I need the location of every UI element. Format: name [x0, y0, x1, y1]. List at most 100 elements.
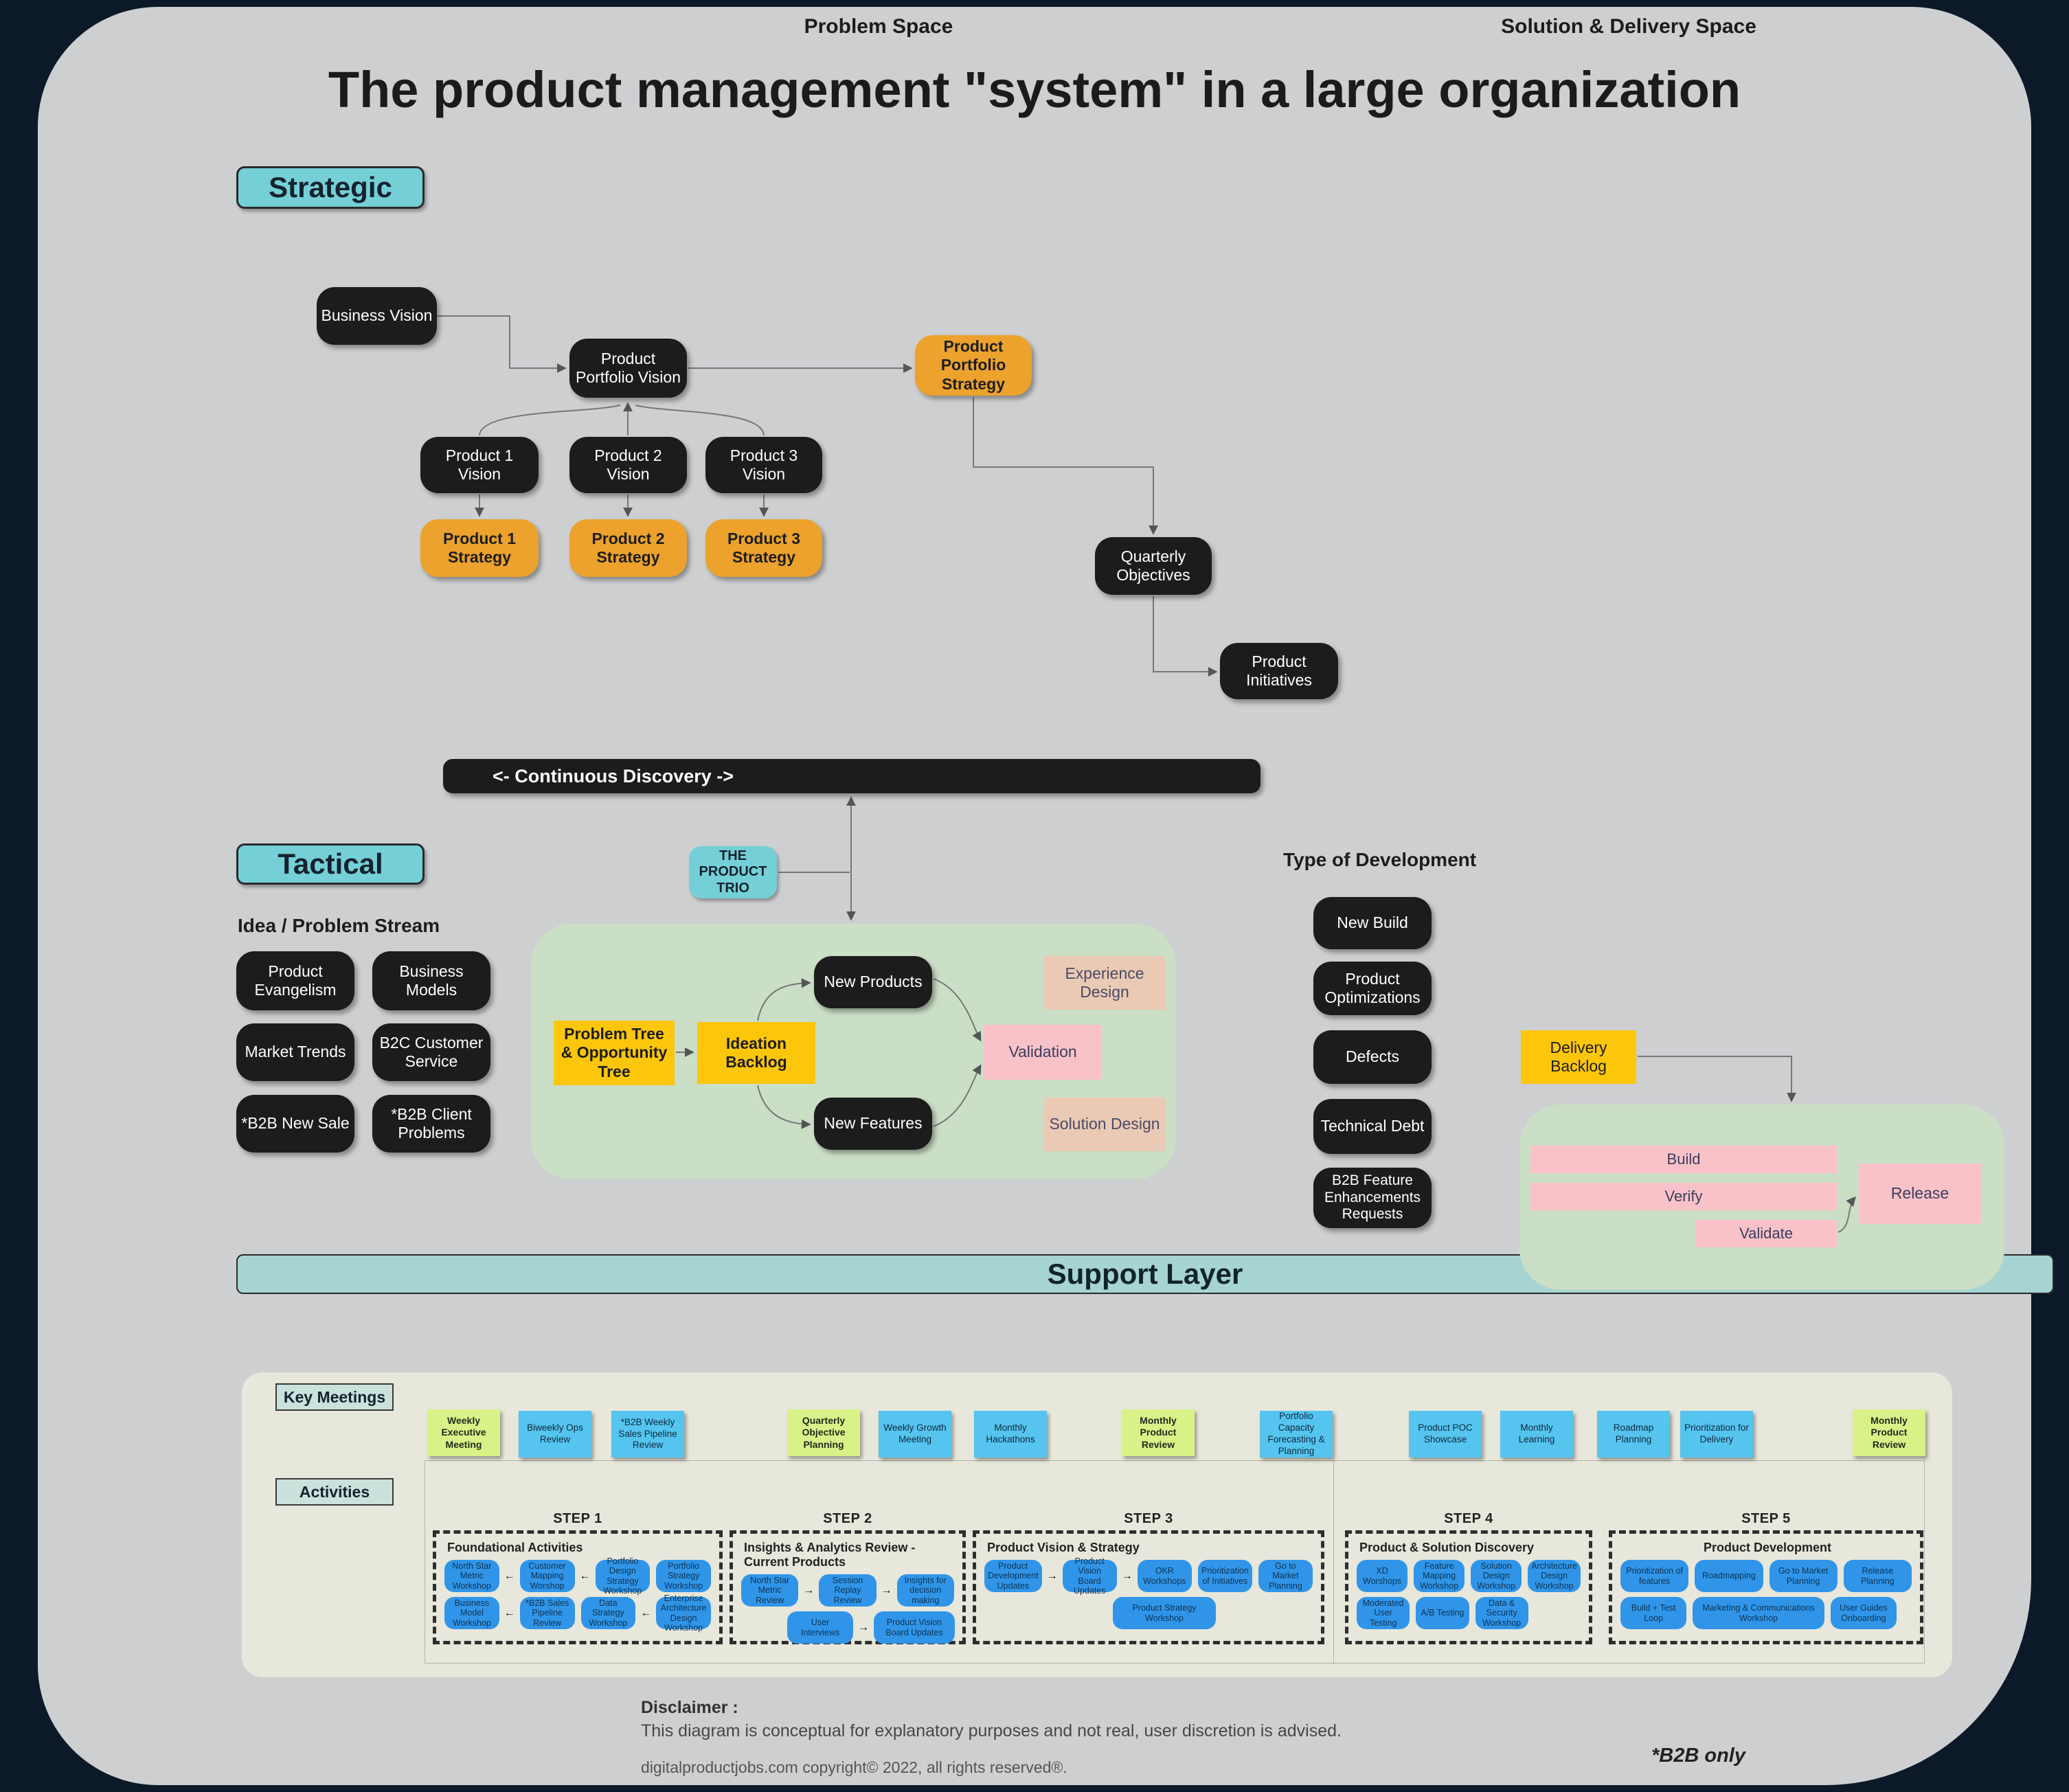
node-validation: Validation	[984, 1025, 1102, 1080]
node-business-vision: Business Vision	[317, 287, 437, 345]
step-group-title: Product Development	[1703, 1541, 1832, 1554]
step-label-3: STEP 3	[1124, 1511, 1173, 1526]
step-group-foundational: Foundational Activities North Star Metri…	[433, 1530, 723, 1644]
node-verify: Verify	[1530, 1183, 1837, 1210]
step-group-title: Product & Solution Discovery	[1359, 1541, 1535, 1554]
activity-row: Product Development Updates → Product Vi…	[984, 1556, 1313, 1596]
activity-box: Insights for decision making	[896, 1574, 954, 1607]
activity-box: Session Replay Review	[819, 1574, 877, 1607]
activity-row: Build + Test Loop Marketing & Communicat…	[1620, 1597, 1912, 1629]
activity-box: North Star Metric Workshop	[444, 1560, 499, 1592]
activity-row: User Interviews → Product Vision Board U…	[741, 1611, 955, 1644]
step-group-title: Foundational Activities	[447, 1541, 583, 1554]
activity-box: Enterprise Architecture Design Workshop	[656, 1593, 711, 1633]
node-validate: Validate	[1695, 1220, 1837, 1247]
node-product-portfolio-vision: Product Portfolio Vision	[569, 339, 687, 398]
node-defects: Defects	[1313, 1030, 1432, 1084]
problem-space-header: Problem Space	[804, 15, 953, 38]
node-product-evangelism: Product Evangelism	[236, 951, 354, 1010]
node-product-initiatives: Product Initiatives	[1220, 643, 1338, 699]
disclaimer-text: This diagram is conceptual for explanato…	[641, 1721, 1342, 1740]
sticky-note: Weekly Growth Meeting	[879, 1411, 951, 1458]
sticky-note: Monthly Learning	[1500, 1411, 1573, 1458]
node-product-1-vision: Product 1 Vision	[420, 437, 539, 493]
node-b2b-new-sale: *B2B New Sale	[236, 1095, 354, 1153]
node-product-portfolio-strategy: Product Portfolio Strategy	[915, 335, 1032, 396]
activity-row: North Star Metric Review → Session Repla…	[741, 1574, 954, 1607]
activity-box: Release Planning	[1843, 1560, 1912, 1592]
flow-arrow-icon: →	[1121, 1569, 1133, 1582]
node-b2b-client-problems: *B2B Client Problems	[372, 1095, 490, 1153]
activity-box: North Star Metric Review	[741, 1574, 799, 1607]
node-product-3-strategy: Product 3 Strategy	[705, 519, 822, 577]
activity-box: Architecture Design Workshop	[1528, 1560, 1581, 1592]
node-quarterly-objectives: Quarterly Objectives	[1095, 537, 1212, 595]
activity-box: Data Strategy Workshop	[580, 1597, 636, 1629]
activity-box: Portfolio Design Strategy Workshop	[595, 1556, 651, 1596]
activity-row: Product Strategy Workshop	[984, 1597, 1313, 1629]
b2b-only-note: *B2B only	[1651, 1745, 1745, 1767]
step-label-1: STEP 1	[553, 1511, 602, 1526]
node-business-models: Business Models	[372, 951, 490, 1010]
flow-arrow-icon: ←	[579, 1569, 591, 1582]
activity-box: Customer Mapping Worshop	[519, 1560, 575, 1592]
sticky-note: Product POC Showcase	[1409, 1411, 1482, 1458]
activity-box: Go to Market Planning	[1769, 1560, 1838, 1592]
flow-arrow-icon: →	[803, 1584, 815, 1596]
activity-box: Product Development Updates	[984, 1560, 1042, 1592]
node-product-2-vision: Product 2 Vision	[569, 437, 687, 493]
step-label-2: STEP 2	[823, 1511, 872, 1526]
row-spacer	[984, 1597, 1107, 1629]
node-build: Build	[1530, 1146, 1837, 1173]
activity-box: *B2B Sales Pipeline Review	[519, 1597, 575, 1629]
activity-box: Prioritization of Initiatives	[1197, 1560, 1252, 1592]
activity-row: Business Model Workshop ← *B2B Sales Pip…	[444, 1593, 711, 1633]
node-product-1-strategy: Product 1 Strategy	[420, 519, 539, 577]
activity-box: Product Vision Board Updates	[1062, 1556, 1117, 1596]
sticky-note: Monthly Hackathons	[974, 1411, 1047, 1458]
activity-box: User Interviews	[787, 1611, 853, 1644]
activity-box: Portfolio Strategy Workshop	[656, 1560, 711, 1592]
row-spacer	[1535, 1597, 1581, 1629]
node-product-2-strategy: Product 2 Strategy	[569, 519, 687, 577]
sticky-note: *B2B Weekly Sales Pipeline Review	[611, 1411, 684, 1458]
node-solution-design: Solution Design	[1044, 1098, 1165, 1151]
step-group-product-development: Product Development Prioritization of fe…	[1609, 1530, 1923, 1644]
flow-arrow-icon: →	[858, 1621, 869, 1633]
activity-box: Moderated User Testing	[1357, 1597, 1410, 1629]
continuous-discovery-bar: <- Continuous Discovery ->	[443, 759, 1260, 793]
type-dev-title: Type of Development	[1283, 849, 1477, 870]
activity-box: Marketing & Communications Workshop	[1693, 1597, 1824, 1629]
activities-label: Activities	[275, 1478, 394, 1506]
activity-box: Build + Test Loop	[1620, 1597, 1687, 1629]
activity-box: Data & Security Workshop	[1475, 1597, 1528, 1629]
sticky-note: Portfolio Capacity Forecasting & Plannin…	[1260, 1411, 1333, 1458]
row-spacer	[741, 1611, 781, 1644]
node-ideation-backlog: Ideation Backlog	[697, 1022, 815, 1084]
activities-table	[425, 1460, 1925, 1664]
row-spacer	[1903, 1597, 1912, 1629]
activity-box: OKR Workshops	[1137, 1560, 1192, 1592]
activity-box: Go to Market Planning	[1258, 1560, 1313, 1592]
node-b2b-feature-enhancements: B2B Feature Enhancements Requests	[1313, 1168, 1432, 1228]
node-experience-design: Experience Design	[1044, 956, 1165, 1010]
activity-box: Product Vision Board Updates	[874, 1611, 955, 1644]
step-label-4: STEP 4	[1444, 1511, 1493, 1526]
node-new-build: New Build	[1313, 897, 1432, 949]
section-label-tactical: Tactical	[236, 843, 425, 885]
idea-stream-title: Idea / Problem Stream	[238, 915, 440, 936]
sticky-note: Biweekly Ops Review	[519, 1411, 591, 1458]
node-problem-tree: Problem Tree & Opportunity Tree	[554, 1021, 675, 1085]
activity-box: Business Model Workshop	[444, 1597, 499, 1629]
node-product-optimizations: Product Optimizations	[1313, 962, 1432, 1015]
flow-arrow-icon: ←	[640, 1607, 652, 1619]
section-label-strategic: Strategic	[236, 166, 425, 209]
activity-box: Roadmapping	[1695, 1560, 1763, 1592]
node-b2c-customer-service: B2C Customer Service	[372, 1023, 490, 1081]
sticky-note: Monthly Product Review	[1122, 1409, 1195, 1456]
activity-box: Solution Design Workshop	[1471, 1560, 1522, 1592]
activity-row: North Star Metric Workshop ← Customer Ma…	[444, 1556, 711, 1596]
flow-arrow-icon: ←	[504, 1607, 515, 1619]
sticky-note: Quarterly Objective Planning	[787, 1409, 860, 1456]
